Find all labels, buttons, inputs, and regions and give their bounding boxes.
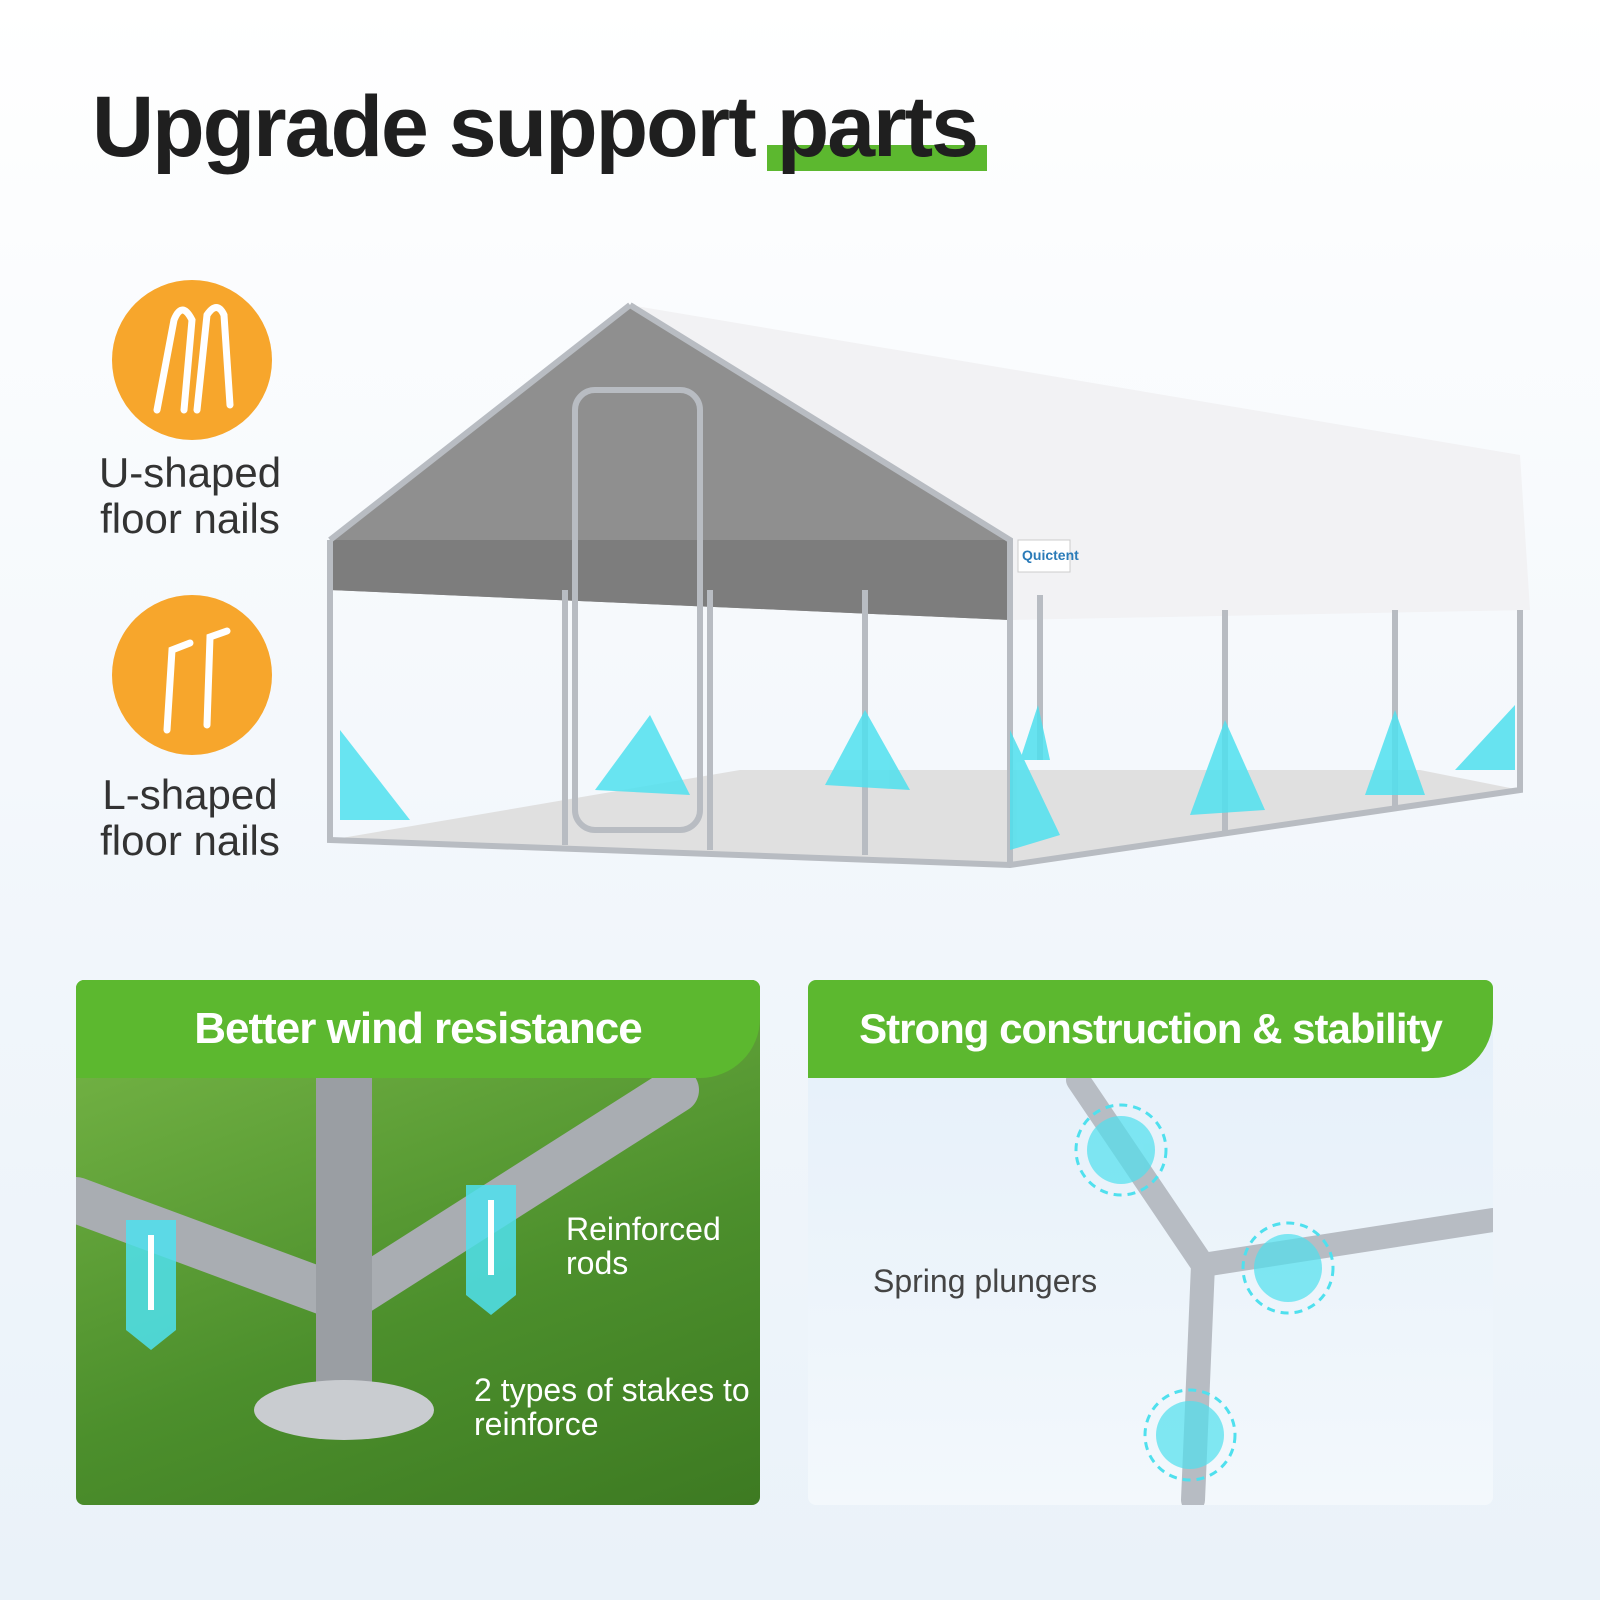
reinforced-rods-caption: Reinforced rods [566, 1211, 721, 1281]
page-title: Upgrade support parts [92, 78, 988, 177]
stakes-caption: 2 types of stakes to reinforce [474, 1372, 750, 1442]
title-text: Upgrade support [92, 79, 777, 175]
frame-joint-illustration [1066, 1068, 1493, 1505]
u-nail-icon [112, 280, 272, 440]
wind-resistance-panel: Better wind resistance Reinforced rods 2… [76, 980, 760, 1505]
construction-panel: Strong construction & stability Spring p… [808, 980, 1493, 1505]
construction-title: Strong construction & stability [808, 980, 1493, 1078]
brand-logo: Quictent [1022, 547, 1079, 563]
wind-resistance-title: Better wind resistance [76, 980, 760, 1078]
title-highlight: parts [766, 79, 988, 175]
stake-illustration [76, 1067, 699, 1440]
l-nail-icon [112, 595, 272, 755]
tent-illustration: Quictent [327, 302, 1530, 869]
spring-plungers-caption: Spring plungers [873, 1263, 1098, 1299]
